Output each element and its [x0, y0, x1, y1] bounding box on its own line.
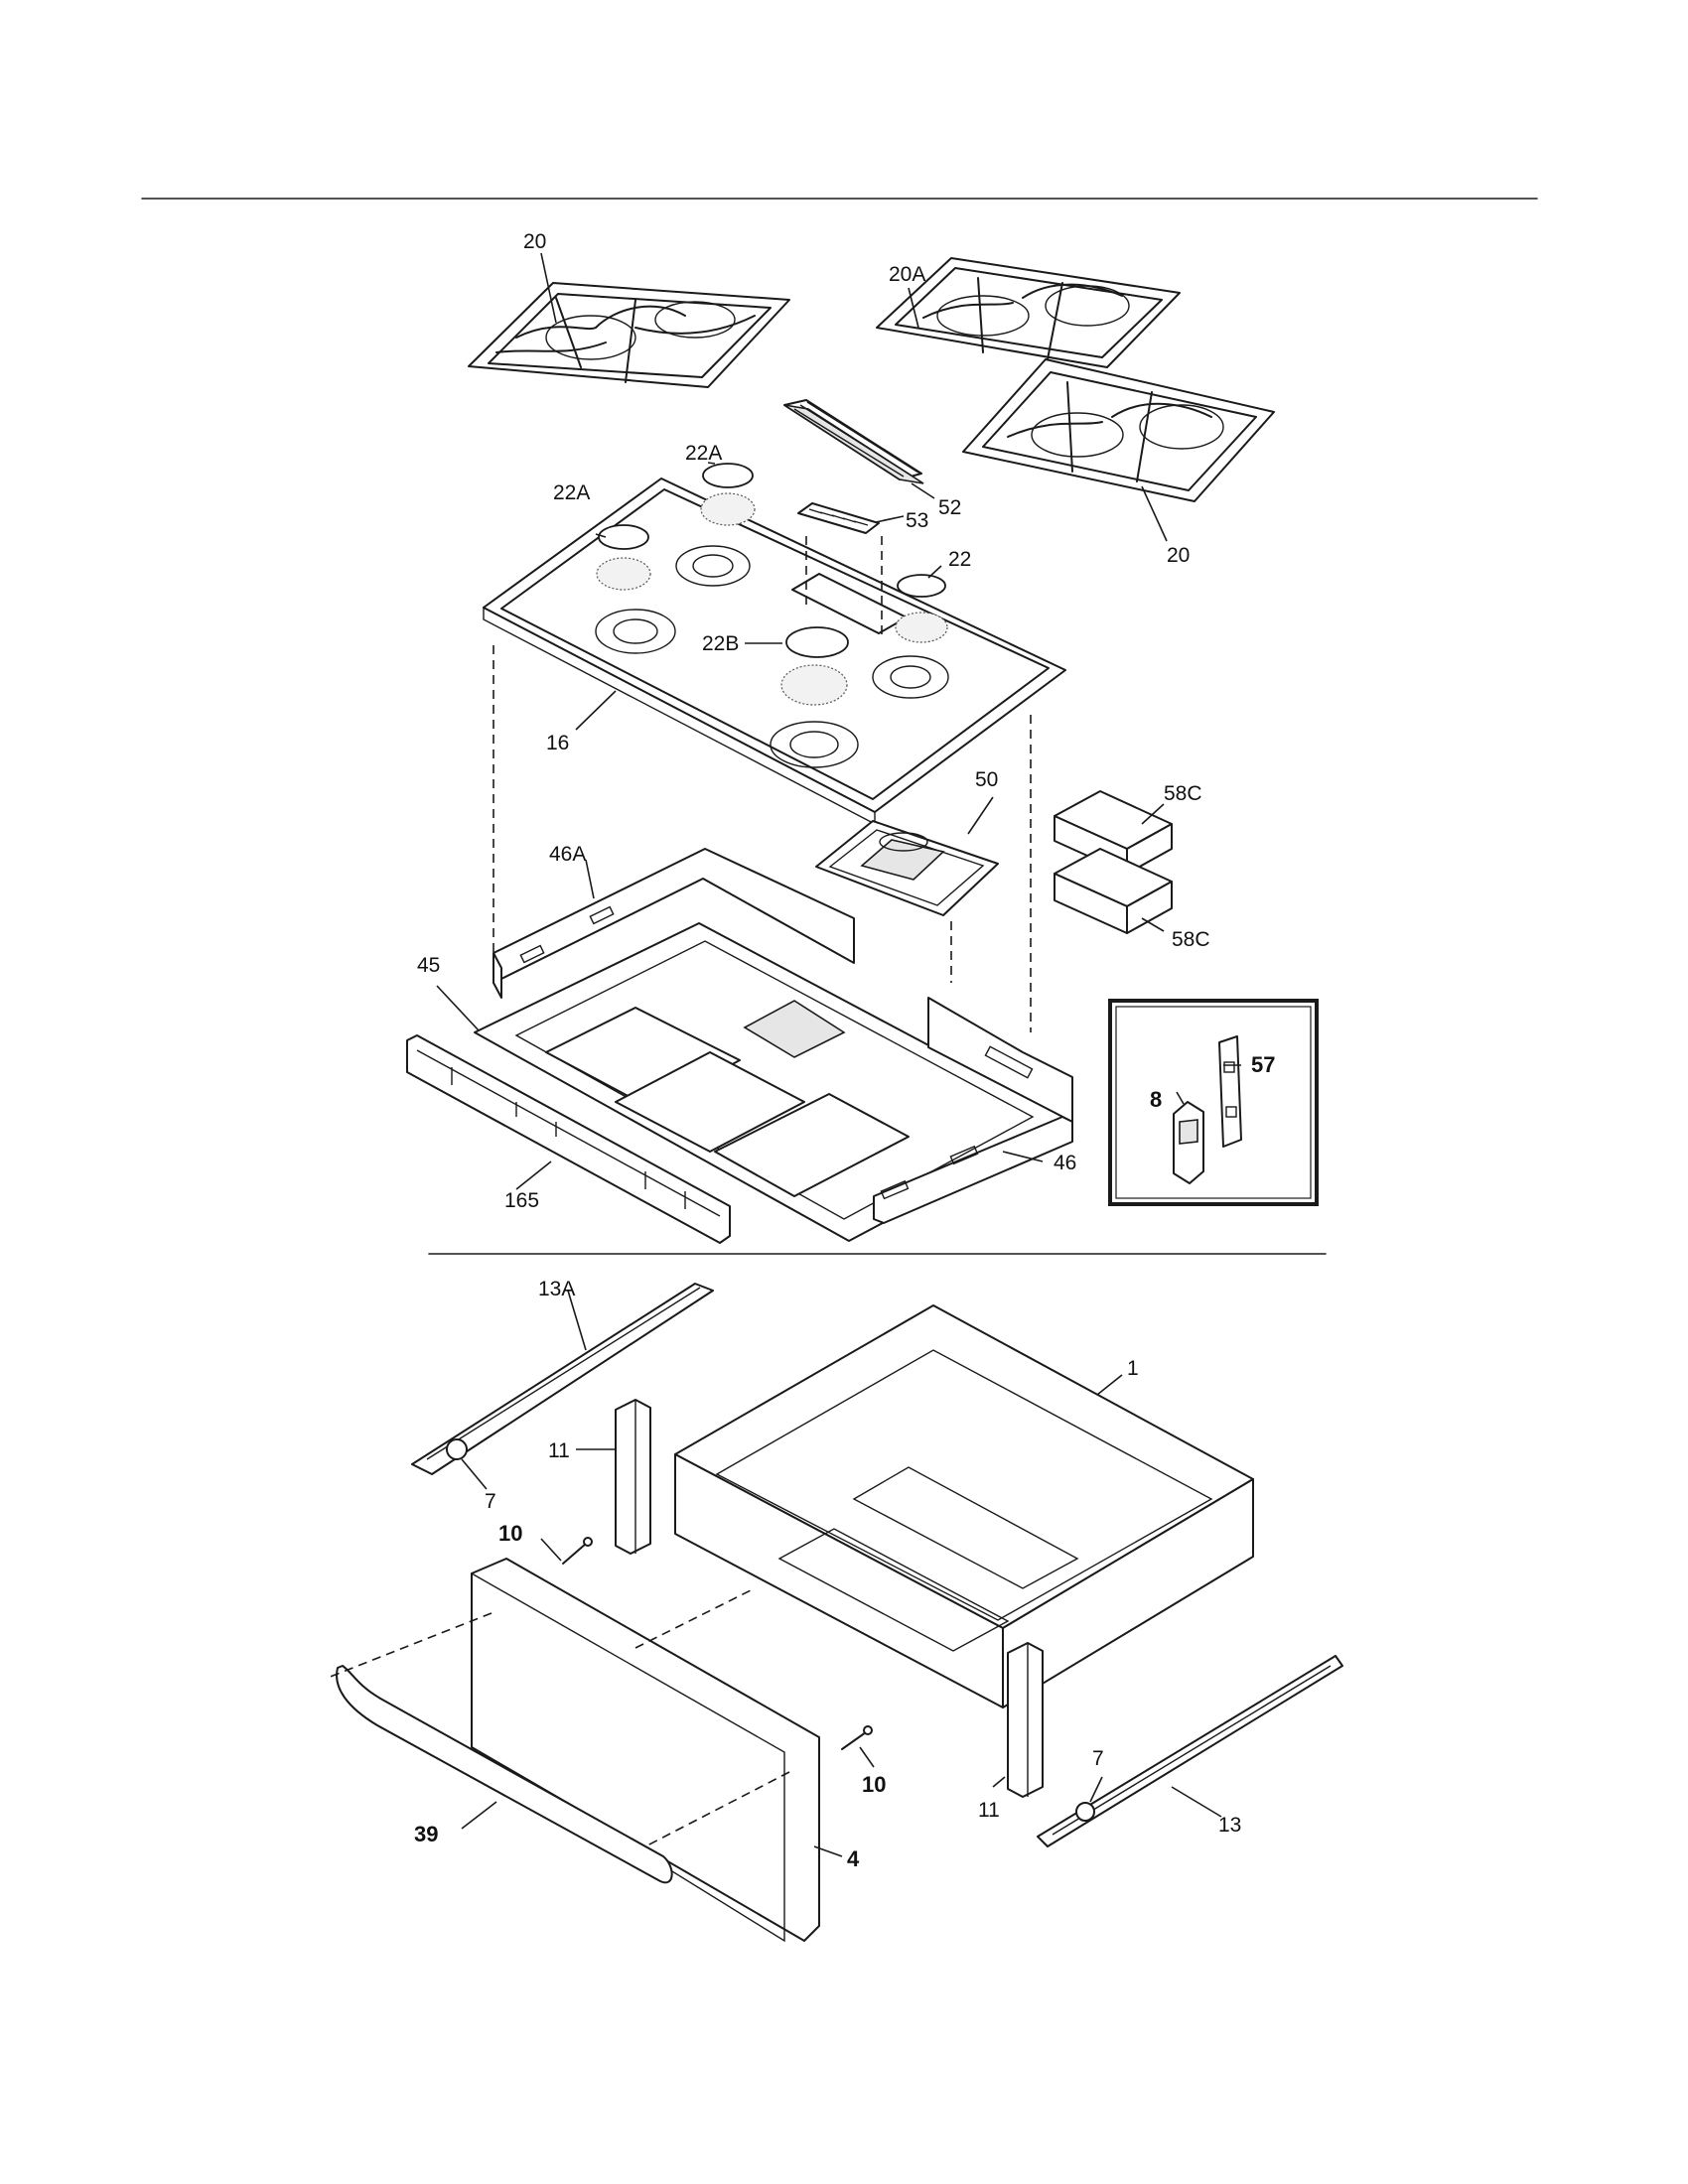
label-cap-center: 22B [702, 632, 739, 655]
handle [336, 1665, 673, 1884]
label-grate-right-front: 20 [1167, 544, 1190, 567]
label-drawer-front: 4 [847, 1846, 860, 1871]
label-roller-left: 7 [485, 1490, 496, 1513]
label-inset-part-8: 8 [1150, 1087, 1162, 1112]
label-vent-grille: 53 [906, 509, 928, 532]
label-side-panel: 46 [1054, 1152, 1076, 1174]
slide-right [1037, 1655, 1343, 1847]
label-main-top: 45 [417, 954, 440, 977]
bracket-left [615, 1399, 651, 1555]
burner-cap-right [897, 574, 946, 598]
screw-right [841, 1725, 873, 1750]
drawer-front [471, 1558, 820, 1943]
label-screw-right: 10 [862, 1772, 886, 1797]
label-cap-rear-center: 22A [685, 442, 722, 465]
burner-cap-left [598, 524, 649, 550]
label-grate-right-rear: 20A [889, 263, 925, 286]
label-screw-left: 10 [498, 1521, 522, 1546]
grate-right-rear [876, 257, 1181, 368]
label-bracket-right: 11 [978, 1799, 1000, 1822]
label-cap-left: 22A [553, 481, 590, 504]
rear-panel [492, 848, 855, 999]
bracket-right [1007, 1642, 1044, 1798]
label-bracket-left: 11 [548, 1439, 570, 1462]
burner-box [815, 820, 999, 916]
burner-head-right [895, 612, 948, 643]
vent-grille [797, 502, 880, 534]
label-cap-right: 22 [948, 548, 971, 571]
grate-right-front [962, 358, 1275, 502]
label-foam-block-bottom: 58C [1172, 928, 1210, 951]
roller-left [446, 1438, 468, 1460]
label-burner-box: 50 [975, 768, 998, 791]
label-roller-right: 7 [1092, 1747, 1104, 1770]
front-rail [406, 1034, 731, 1244]
drawer-body [674, 1304, 1254, 1708]
label-rear-panel: 46A [549, 843, 586, 866]
main-top [474, 922, 1073, 1242]
burner-head-center [780, 664, 848, 706]
label-slide-left: 13A [538, 1278, 575, 1300]
label-griddle-cover: 52 [938, 496, 961, 519]
screw-left [562, 1537, 593, 1565]
roller-right [1075, 1802, 1095, 1822]
slide-left [411, 1283, 714, 1475]
inset-box [1108, 999, 1319, 1206]
label-inset-part-57: 57 [1251, 1052, 1275, 1077]
burner-cap-rear-center [702, 463, 754, 488]
foam-block-bottom [1054, 848, 1173, 934]
label-grate-left: 20 [523, 230, 546, 253]
burner-head-rear [700, 492, 756, 526]
label-drawer-body: 1 [1127, 1357, 1139, 1380]
griddle-cover [783, 399, 924, 484]
burner-cap-center [785, 626, 849, 658]
grate-left [468, 282, 790, 388]
burner-head-left [596, 557, 651, 591]
inset-part-igniter [1173, 1101, 1204, 1184]
side-panel [873, 1116, 1073, 1224]
label-slide-right: 13 [1218, 1814, 1241, 1837]
label-handle: 39 [414, 1822, 438, 1846]
inset-part-bracket [1218, 1035, 1242, 1148]
label-cooktop: 16 [546, 732, 569, 754]
label-front-rail: 165 [504, 1189, 539, 1212]
label-foam-block-top: 58C [1164, 782, 1202, 805]
